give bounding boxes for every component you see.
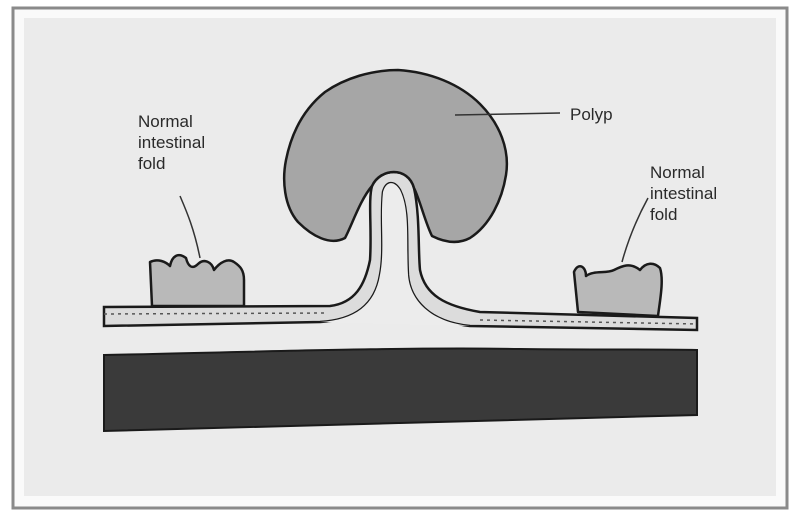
right-fold-label: Normal intestinal fold (650, 162, 717, 225)
polyp-label: Polyp (570, 104, 613, 125)
left-fold-label: Normal intestinal fold (138, 111, 205, 174)
